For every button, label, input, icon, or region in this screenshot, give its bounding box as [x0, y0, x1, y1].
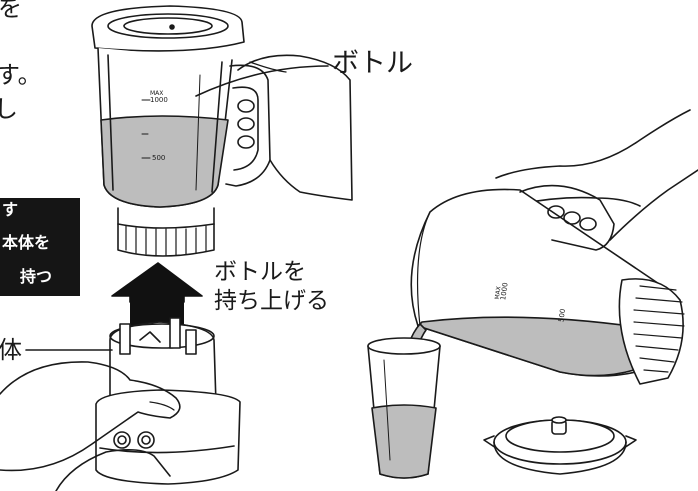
bottle-leader-line [195, 65, 329, 97]
caution-line-2: 本体を [2, 233, 51, 252]
lid-illustration [483, 416, 637, 475]
blender-bottle-illustration [91, 5, 353, 257]
bottle-capacity-mark: 1000 [150, 96, 168, 104]
text-fragment-3: し [0, 95, 18, 123]
lift-label-line-2: 持ち上げる [214, 288, 329, 314]
body-label-fragment: 体 [0, 336, 22, 364]
text-fragment-2: す。 [0, 61, 42, 89]
glass-illustration [367, 337, 441, 479]
bottle-mid-mark: 500 [152, 154, 166, 162]
text-fragment-1: を [0, 0, 22, 22]
caution-box: す 本体を 持つ [0, 198, 80, 296]
bottle-label: ボトル [332, 48, 413, 79]
motor-base-illustration [0, 317, 241, 491]
caution-line-1: す [2, 200, 19, 219]
lift-label-line-1: ボトルを [214, 259, 306, 285]
caution-line-3: 持つ [20, 267, 53, 286]
pouring-bottle-illustration [403, 109, 698, 409]
bottle-max-mark: MAX [150, 90, 164, 97]
